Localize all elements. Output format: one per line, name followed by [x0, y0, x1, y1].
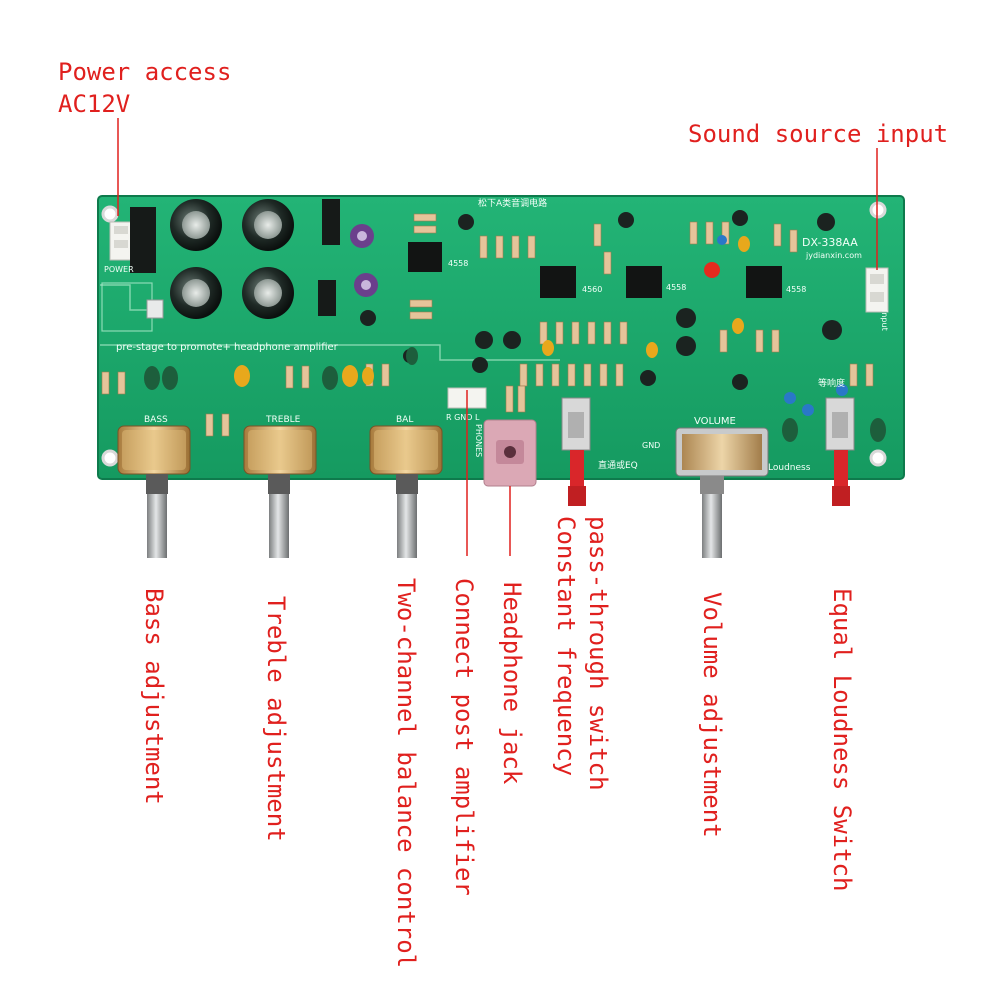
silkscreen-text: 等响度 — [818, 377, 845, 389]
power-access-label: Power access — [58, 58, 232, 86]
callout-lines — [117, 118, 878, 556]
silkscreen-text: R GND L — [446, 413, 480, 422]
silkscreen-text: VOLUME — [694, 416, 736, 427]
bass-potentiometer — [117, 425, 191, 558]
balance-control-label: Two-channel balance control — [392, 578, 420, 969]
filter-capacitors — [170, 199, 294, 319]
equal-loudness-switch-label: Equal Loudness Switch — [828, 588, 856, 892]
connect-post-amplifier-label: Connect post amplifier — [450, 578, 478, 896]
silkscreen-text: 4558 — [666, 283, 686, 292]
silkscreen-text: Input — [880, 310, 889, 331]
silkscreen-text: pre-stage to promote+ headphone amplifie… — [116, 342, 339, 353]
silkscreen-text: BASS — [144, 415, 168, 425]
silkscreen-text: PHONES — [474, 424, 483, 457]
resistors — [101, 213, 874, 437]
mount-hole — [101, 449, 119, 467]
silkscreen-text: TREBLE — [265, 415, 301, 425]
treble-adjustment-label: Treble adjustment — [262, 596, 290, 842]
ic-chip — [626, 266, 662, 298]
power-voltage-label: AC12V — [58, 90, 131, 118]
headphone-jack-label: Headphone jack — [498, 582, 526, 785]
silkscreen-text: 直通或EQ — [598, 459, 638, 471]
led — [704, 262, 720, 278]
film-capacitors — [144, 347, 886, 442]
bass-adjustment-label: Bass adjustment — [140, 588, 168, 805]
silkscreen-text: POWER — [104, 265, 134, 274]
regulator — [130, 207, 156, 273]
silkscreen-text: 4558 — [786, 285, 806, 294]
silkscreen-text: 4558 — [448, 259, 468, 268]
ceramic-capacitors — [234, 236, 750, 387]
eq-push-switch — [561, 397, 591, 506]
silkscreen-text: 松下A类音调电路 — [478, 197, 547, 209]
mount-hole — [101, 205, 119, 223]
balance-potentiometer — [369, 425, 443, 558]
ic-chip — [540, 266, 576, 298]
volume-adjustment-label: Volume adjustment — [698, 592, 726, 838]
silkscreen-text: GND — [642, 441, 660, 450]
treble-potentiometer — [243, 425, 317, 558]
ic-chip — [408, 242, 442, 272]
ic-chip — [746, 266, 782, 298]
loudness-push-switch — [825, 397, 855, 506]
volume-potentiometer — [675, 427, 769, 558]
silkscreen-text: Loudness — [768, 463, 811, 473]
mount-hole — [869, 201, 887, 219]
silkscreen-text: DX-338AA — [802, 236, 858, 249]
silkscreen-text: jydianxin.com — [805, 251, 862, 260]
blue-capacitors — [717, 235, 848, 416]
sound-source-input-label: Sound source input — [688, 120, 949, 148]
passthrough-switch-label: pass-through switch — [584, 516, 612, 791]
constant-frequency-label: Constant frequency — [552, 516, 580, 777]
silkscreen-text: 4560 — [582, 285, 602, 294]
silkscreen-text: BAL — [396, 415, 413, 425]
mount-hole — [869, 449, 887, 467]
